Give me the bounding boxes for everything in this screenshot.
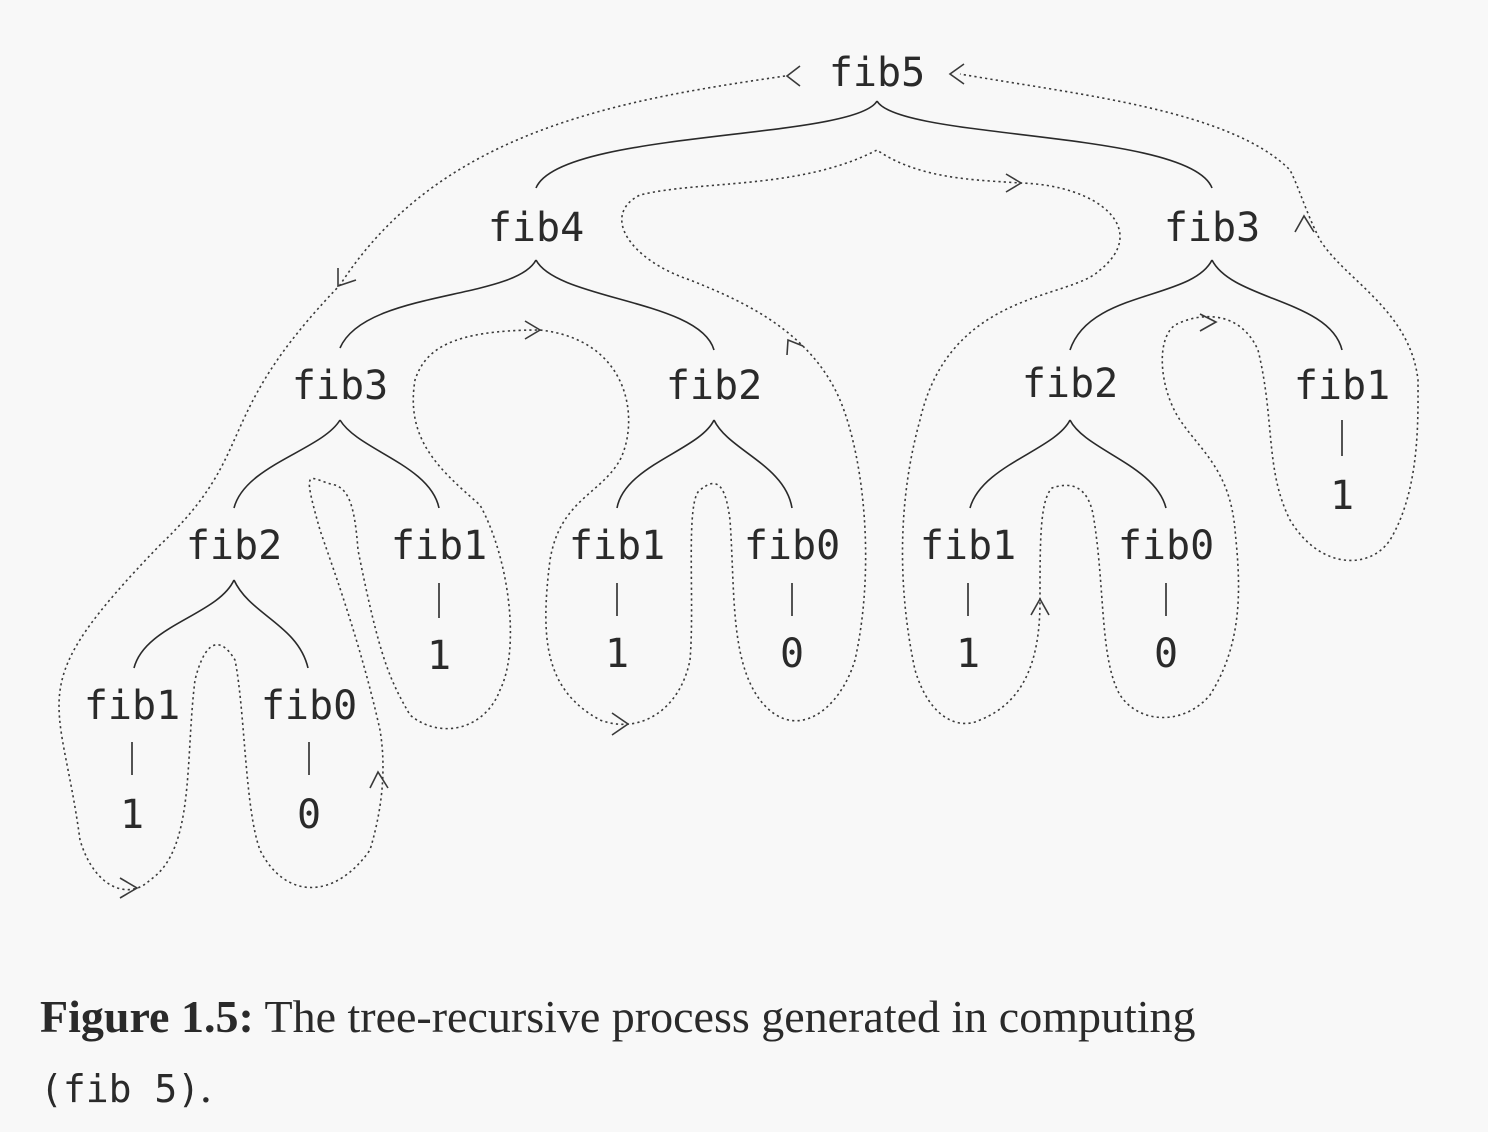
edge-fib3r-fib1	[1211, 259, 1343, 351]
evaluation-trace	[58, 63, 1419, 899]
node-fib4: fib4	[488, 205, 584, 251]
edge-fib5-fib3	[876, 100, 1213, 189]
arrow-bottom-b	[611, 712, 630, 736]
node-fib1-b: fib1	[569, 523, 665, 569]
caption-label: Figure 1.5:	[40, 991, 254, 1042]
node-fib0-b: fib0	[744, 523, 840, 569]
edge-fib2l-fib1	[133, 579, 235, 669]
tree-edges	[131, 100, 1343, 775]
leaf-value-c1: 1	[956, 631, 980, 677]
arrow-top-fib3l	[524, 320, 542, 340]
node-fib1-d: fib1	[84, 683, 180, 729]
arrow-to-fib3l	[337, 268, 357, 288]
arrow-root-right	[948, 63, 965, 85]
edge-fib3l-fib2	[233, 419, 341, 509]
edge-fib2r-fib0	[1069, 419, 1167, 509]
arrow-top-fib2r	[1199, 313, 1218, 332]
leaf-value-d1: 1	[120, 792, 144, 838]
node-fib1-far-right: fib1	[1294, 363, 1390, 409]
arrow-up-b0	[786, 338, 804, 356]
fib-tree-diagram: fib5 fib4 fib3 fib3 fib2 fib2 fib1 fib2 …	[58, 50, 1419, 899]
edge-fib2r-fib1	[969, 419, 1071, 509]
caption-code: (fib 5)	[40, 1067, 201, 1111]
edge-fib4-fib3	[339, 259, 537, 349]
leaf-value-d0: 0	[297, 792, 321, 838]
leaf-value-b0: 0	[780, 631, 804, 677]
tree-nodes: fib5 fib4 fib3 fib3 fib2 fib2 fib1 fib2 …	[84, 50, 1390, 838]
arrow-root-left	[785, 65, 801, 87]
node-fib2-middle: fib2	[666, 363, 762, 409]
leaf-value-far-right: 1	[1330, 473, 1354, 519]
node-fib3-left: fib3	[292, 363, 388, 409]
edge-fib2m-fib0	[713, 419, 793, 509]
arrow-up-d0	[369, 770, 389, 789]
edge-fib4-fib2	[535, 259, 715, 351]
node-fib2-left: fib2	[186, 523, 282, 569]
leaf-value-c0: 0	[1154, 631, 1178, 677]
arrow-up-c	[1030, 597, 1050, 616]
edge-fib3r-fib2	[1069, 259, 1213, 351]
node-fib5: fib5	[829, 50, 925, 96]
node-fib0-d: fib0	[261, 683, 357, 729]
caption-end: .	[200, 1061, 212, 1112]
arrow-bottom-d1	[119, 877, 139, 899]
figure-caption: Figure 1.5: The tree-recursive process g…	[40, 982, 1460, 1124]
edge-fib3l-fib1	[339, 419, 440, 509]
arrow-top-middle	[1005, 173, 1023, 193]
trace-path	[58, 73, 1419, 891]
node-fib3-right: fib3	[1164, 205, 1260, 251]
edge-fib5-fib4	[535, 100, 878, 189]
node-fib1-a: fib1	[391, 523, 487, 569]
edge-fib2l-fib0	[233, 579, 309, 669]
node-fib0-c: fib0	[1118, 523, 1214, 569]
leaf-value-a: 1	[427, 633, 451, 679]
node-fib2-right: fib2	[1022, 361, 1118, 407]
caption-text: The tree-recursive process generated in …	[253, 991, 1196, 1042]
arrow-up-right	[1294, 214, 1315, 233]
edge-fib2m-fib1	[616, 419, 715, 509]
leaf-value-b1: 1	[605, 631, 629, 677]
node-fib1-c: fib1	[920, 523, 1016, 569]
